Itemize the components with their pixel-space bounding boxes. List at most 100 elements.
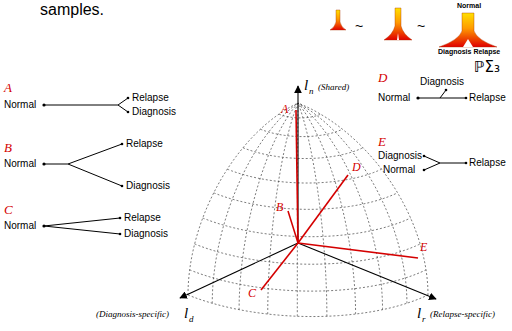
drawing-part xyxy=(424,156,440,163)
drawing-part xyxy=(423,155,426,158)
axis-symbol: l xyxy=(417,304,421,322)
sphere-grid-line xyxy=(239,103,298,310)
sphere-grid-line xyxy=(298,103,383,310)
drawing-part xyxy=(127,97,130,100)
axis-symbol: l xyxy=(304,76,308,94)
drawing-part xyxy=(397,33,399,40)
sphere-grid-line xyxy=(203,218,411,237)
point-letter: B xyxy=(276,200,283,214)
axis-subscript: n xyxy=(309,86,314,97)
drawing-part xyxy=(463,39,473,47)
drawing-part xyxy=(296,110,298,243)
drawing-part xyxy=(465,162,468,165)
axis-label: (Relapse-specific) xyxy=(430,309,495,320)
sphere-grid-line xyxy=(298,103,407,303)
tree-leaf: Relapse xyxy=(126,138,163,150)
axis-subscript: d xyxy=(189,314,194,325)
drawing-part xyxy=(445,89,448,92)
drawing-part xyxy=(418,98,466,99)
drawing-part xyxy=(44,226,120,234)
point-letter: A xyxy=(281,102,288,116)
sphere-grid-line xyxy=(212,103,298,303)
tree-leaf: Relapse xyxy=(124,212,161,224)
space-symbol: ℙΣ₃ xyxy=(474,58,500,76)
tree-letter: A xyxy=(4,80,12,96)
drawing-part xyxy=(298,175,348,243)
tree-leaf: Diagnosis xyxy=(126,180,170,192)
drawing-part xyxy=(42,103,45,106)
drawing-part xyxy=(465,97,468,100)
tree-leaf: Normal xyxy=(4,99,36,111)
tree-leaf: Normal xyxy=(4,220,36,232)
drawing-part xyxy=(384,8,412,40)
drawing-part xyxy=(424,163,440,170)
axis-label: (Diagnosis-specific) xyxy=(96,309,169,320)
sphere-grid-line xyxy=(214,193,398,210)
drawing-part xyxy=(42,224,45,227)
tree-leaf: Diagnosis xyxy=(124,228,168,240)
sphere-grid-line xyxy=(298,103,428,295)
axis-label: (Shared) xyxy=(318,82,349,93)
tree-leaf: Relapse xyxy=(132,92,169,104)
drawing-part xyxy=(44,218,120,226)
tree-leaf: Relapse xyxy=(469,157,506,169)
icon-label: Diagnosis Relapse xyxy=(438,48,500,56)
drawing-part xyxy=(127,111,130,114)
sphere-grid-line xyxy=(188,295,428,317)
tree-icons xyxy=(330,8,497,47)
drawing-part xyxy=(439,13,497,47)
tree-leaf: Diagnosis xyxy=(132,106,176,118)
drawing-part xyxy=(121,185,124,188)
tree-leaf: Diagnosis xyxy=(378,150,422,162)
drawing-part xyxy=(440,90,446,98)
sphere-grid-line xyxy=(268,103,298,314)
sphere-grid-line xyxy=(260,129,342,136)
sphere-grid-line xyxy=(188,103,298,295)
point-letter: E xyxy=(420,240,427,254)
tree-leaf: Normal xyxy=(383,164,415,176)
drawing-part xyxy=(44,164,68,165)
tree-leaf: Diagnosis xyxy=(420,76,464,88)
point-letter: D xyxy=(352,160,361,174)
tree-leaf: Normal xyxy=(4,158,36,170)
drawing-part xyxy=(44,105,118,106)
drawing-part xyxy=(119,217,122,220)
drawing-part xyxy=(261,243,298,290)
drawing-part xyxy=(180,243,298,298)
tree-leaf: Normal xyxy=(378,92,410,104)
axis-subscript: r xyxy=(422,314,426,325)
tree-letter: D xyxy=(378,70,387,86)
tree-vectors xyxy=(261,110,418,290)
drawing-part xyxy=(119,233,122,236)
similarity-symbol: ~ xyxy=(355,18,363,35)
drawing-part xyxy=(42,162,45,165)
drawing-part xyxy=(440,163,466,164)
point-letter: C xyxy=(248,286,256,300)
drawing-part xyxy=(298,243,436,299)
drawing-part xyxy=(288,211,298,243)
tree-letter: C xyxy=(4,202,13,218)
caption-fragment: samples. xyxy=(40,0,104,19)
drawing-part xyxy=(118,98,128,105)
drawing-part xyxy=(118,105,128,112)
drawing-part xyxy=(68,144,122,164)
drawing-part xyxy=(298,243,418,258)
similarity-symbol: ~ xyxy=(417,18,425,35)
sphere-grid xyxy=(188,103,428,317)
sphere-grid-line xyxy=(298,103,356,314)
sphere-grid-line xyxy=(243,148,363,159)
icon-label: Normal xyxy=(457,2,481,10)
tree-topologies xyxy=(44,90,466,234)
tree-leaf: Relapse xyxy=(469,92,506,104)
drawing-part xyxy=(416,96,419,99)
tree-letter: E xyxy=(378,134,386,150)
drawing-part xyxy=(121,143,124,146)
tree-letter: B xyxy=(4,140,12,156)
axes xyxy=(180,86,436,299)
axis-symbol: l xyxy=(184,304,188,322)
drawing-part xyxy=(68,164,122,186)
drawing-part xyxy=(423,169,426,172)
tree-dots xyxy=(42,89,467,236)
